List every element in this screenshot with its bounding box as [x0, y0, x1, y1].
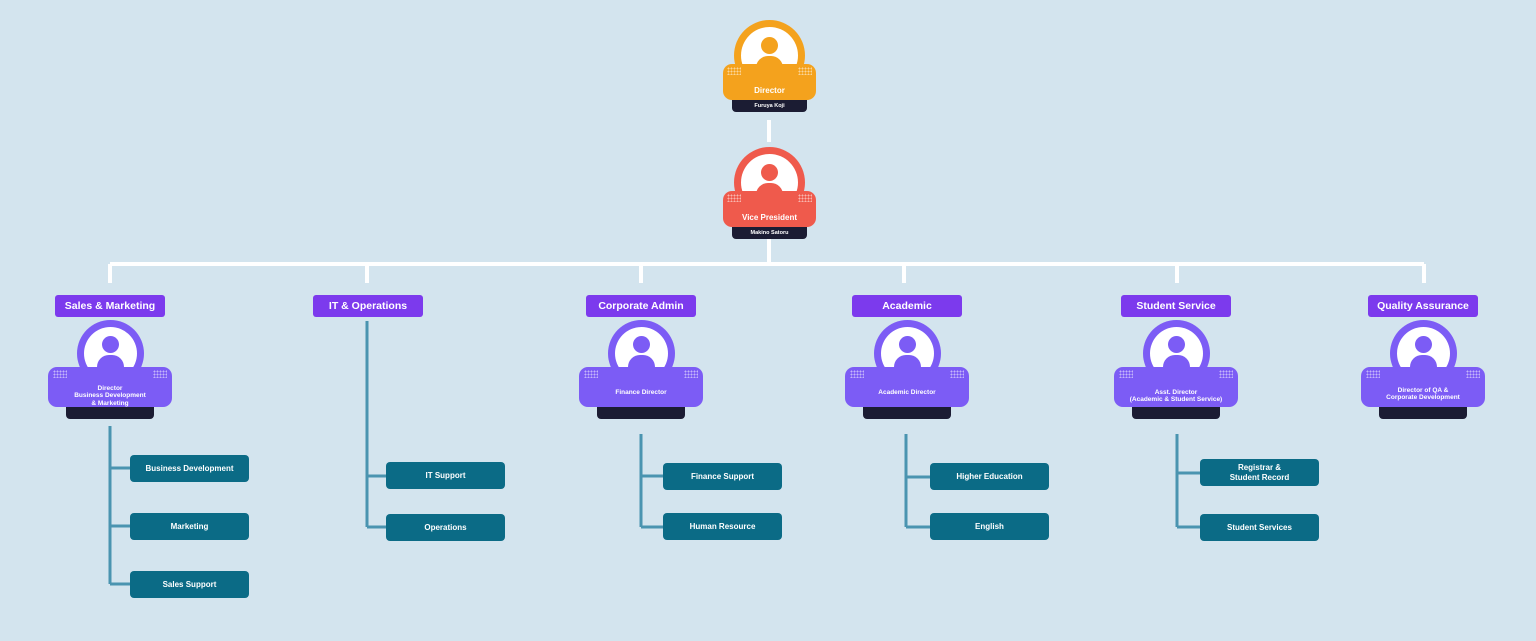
person-icon: [102, 336, 119, 353]
director-node: Director Furuya Koji: [723, 20, 816, 112]
dots-decoration-left: [850, 370, 864, 378]
dots-decoration-right: [153, 370, 167, 378]
dept-label-sales-marketing: Sales & Marketing: [55, 295, 165, 317]
dept-head-name-bar: [863, 407, 951, 419]
dept-card: Director Business Development & Marketin…: [48, 367, 172, 407]
person-icon: [761, 164, 778, 181]
dots-decoration-right: [1219, 370, 1233, 378]
dept-head-sales-marketing: Director Business Development & Marketin…: [48, 320, 172, 420]
vice-president-node: Vice President Makino Satoru: [723, 147, 816, 239]
dept-label-student-service: Student Service: [1121, 295, 1231, 317]
dots-decoration-right: [950, 370, 964, 378]
dept-head-role: Finance Director: [615, 389, 667, 396]
person-icon: [761, 37, 778, 54]
vp-title: Vice President: [742, 213, 797, 222]
person-icon: [633, 336, 650, 353]
dots-decoration-right: [1466, 370, 1480, 378]
dept-head-corporate-admin: Finance Director: [579, 320, 703, 420]
dots-decoration-right: [684, 370, 698, 378]
dots-decoration-left: [584, 370, 598, 378]
person-icon: [1415, 336, 1432, 353]
dept-head-name-bar: [597, 407, 685, 419]
vp-card: Vice President: [723, 191, 816, 227]
dots-decoration-left: [727, 194, 741, 202]
dept-label-corporate-admin: Corporate Admin: [586, 295, 696, 317]
dept-head-name-bar: [66, 407, 154, 419]
dept-card: Finance Director: [579, 367, 703, 407]
dots-decoration-left: [1119, 370, 1133, 378]
person-icon: [899, 336, 916, 353]
dots-decoration-left: [727, 67, 741, 75]
dept-head-student-service: Asst. Director (Academic & Student Servi…: [1114, 320, 1238, 420]
dept-head-role: Director of QA & Corporate Development: [1386, 387, 1460, 402]
vp-name: Makino Satoru: [732, 227, 807, 239]
unit-it-support: IT Support: [386, 462, 505, 489]
dept-card: Asst. Director (Academic & Student Servi…: [1114, 367, 1238, 407]
dept-card: Academic Director: [845, 367, 969, 407]
director-title: Director: [754, 86, 785, 95]
dept-head-role: Academic Director: [878, 389, 936, 396]
unit-sales-support: Sales Support: [130, 571, 249, 598]
dept-head-role: Director Business Development & Marketin…: [74, 385, 146, 407]
dots-decoration-right: [798, 194, 812, 202]
unit-registrar-student-record: Registrar & Student Record: [1200, 459, 1319, 486]
director-name: Furuya Koji: [732, 100, 807, 112]
dept-head-role: Asst. Director (Academic & Student Servi…: [1129, 389, 1223, 404]
unit-marketing: Marketing: [130, 513, 249, 540]
dots-decoration-right: [798, 67, 812, 75]
unit-student-services: Student Services: [1200, 514, 1319, 541]
dept-head-name-bar: [1132, 407, 1220, 419]
person-icon: [1168, 336, 1185, 353]
dept-label-it-operations: IT & Operations: [313, 295, 423, 317]
unit-operations: Operations: [386, 514, 505, 541]
unit-business-development: Business Development: [130, 455, 249, 482]
dept-head-academic: Academic Director: [845, 320, 969, 420]
director-card: Director: [723, 64, 816, 100]
dept-label-academic: Academic: [852, 295, 962, 317]
unit-higher-education: Higher Education: [930, 463, 1049, 490]
dots-decoration-left: [1366, 370, 1380, 378]
dept-card: Director of QA & Corporate Development: [1361, 367, 1485, 407]
dept-label-quality-assurance: Quality Assurance: [1368, 295, 1478, 317]
dept-head-name-bar: [1379, 407, 1467, 419]
unit-finance-support: Finance Support: [663, 463, 782, 490]
unit-human-resource: Human Resource: [663, 513, 782, 540]
dept-head-quality-assurance: Director of QA & Corporate Development: [1361, 320, 1485, 420]
unit-english: English: [930, 513, 1049, 540]
dots-decoration-left: [53, 370, 67, 378]
